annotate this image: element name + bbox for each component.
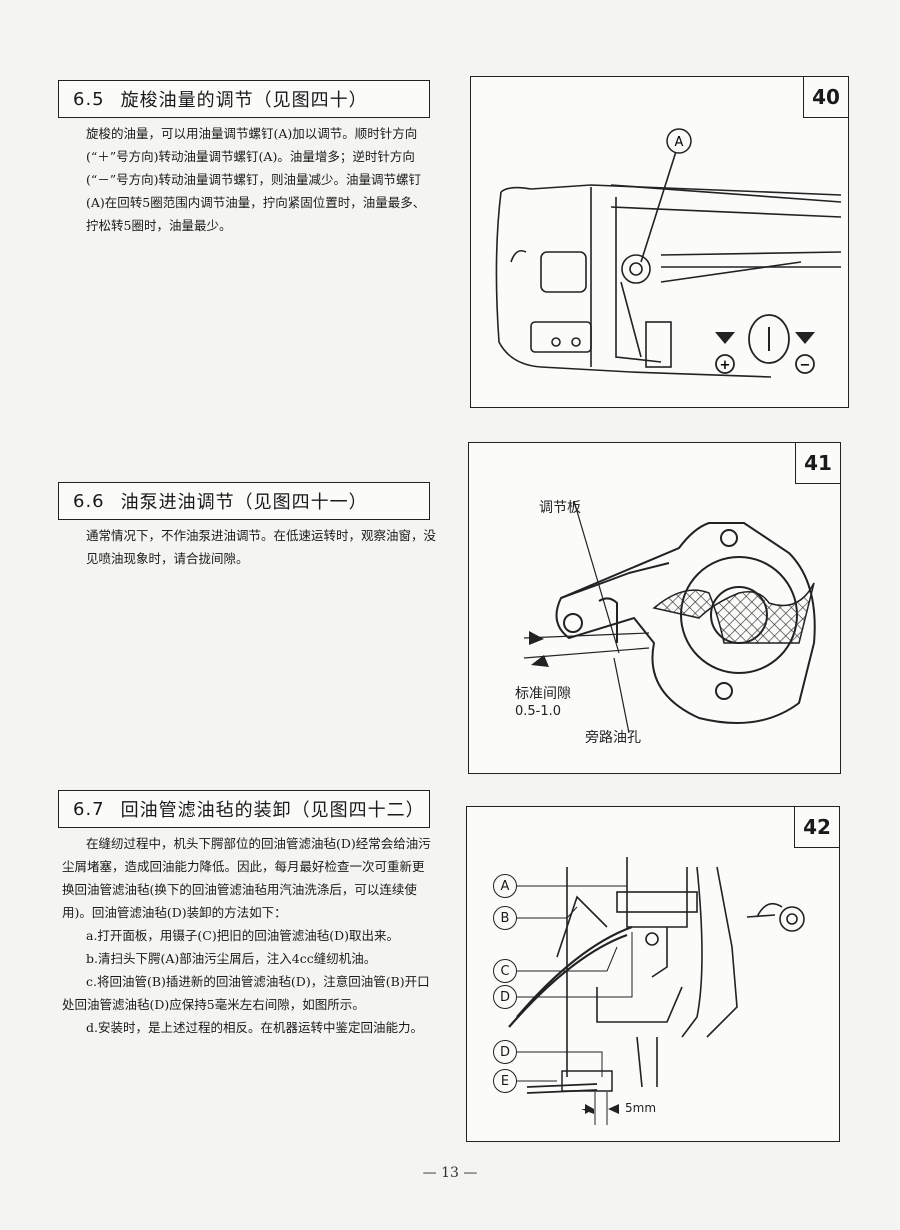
gap-arrow-icon <box>531 655 549 667</box>
figure-41: 41 调节板 标准间隙 0.5-1.0 旁路油孔 <box>468 442 841 774</box>
callout-c: C <box>493 959 517 983</box>
section-title-6-6: 6.6 油泵进油调节（见图四十一） <box>58 482 430 520</box>
page-number: — 13 — <box>422 1165 478 1181</box>
figure-41-drawing <box>523 500 816 734</box>
standard-gap-label: 标准间隙 <box>515 686 571 702</box>
section-number: 6.6 <box>73 490 105 512</box>
arrow-down-icon <box>795 332 815 344</box>
callout-a: A <box>675 135 684 150</box>
section-body-6-7: 在缝纫过程中，机头下腭部位的回油管滤油毡(D)经常会给油污尘屑堵塞，造成回油能力… <box>62 832 432 1039</box>
callout-e: E <box>493 1069 517 1093</box>
section-number: 6.7 <box>73 798 105 820</box>
figure-42: 42 A <box>466 806 840 1142</box>
section-body-6-5: 旋梭的油量，可以用油量调节螺钉(A)加以调节。顺时针方向(“＋”号方向)转动油量… <box>86 122 436 237</box>
paragraph: 旋梭的油量，可以用油量调节螺钉(A)加以调节。顺时针方向(“＋”号方向)转动油量… <box>86 126 426 233</box>
paragraph: a.打开面板，用镊子(C)把旧的回油管滤油毡(D)取出来。 <box>86 928 400 943</box>
section-title-6-7: 6.7 回油管滤油毡的装卸（见图四十二） <box>58 790 430 828</box>
callout-d: D <box>493 1040 517 1064</box>
section-heading: 回油管滤油毡的装卸（见图四十二） <box>120 800 425 821</box>
arrow-down-icon <box>715 332 735 344</box>
figure-number: 41 <box>795 443 840 484</box>
paragraph: c.将回油管(B)插进新的回油管滤油毡(D)，注意回油管(B)开口处回油管滤油毡… <box>62 974 430 1012</box>
paragraph: b.清扫头下腭(A)部油污尘屑后，注入4cc缝纫机油。 <box>86 951 377 966</box>
section-heading: 油泵进油调节（见图四十一） <box>120 492 368 513</box>
section-number: 6.5 <box>73 88 105 110</box>
bypass-oil-hole-label: 旁路油孔 <box>585 730 641 746</box>
plus-sign: + <box>720 358 731 373</box>
adjusting-plate-label: 调节板 <box>539 500 581 516</box>
section-body-6-6: 通常情况下，不作油泵进油调节。在低速运转时，观察油窗，没见喷油现象时，请合拢间隙… <box>86 524 436 570</box>
gap-arrow-icon <box>529 631 544 645</box>
paragraph: d.安装时，是上述过程的相反。在机器运转中鉴定回油能力。 <box>86 1020 423 1035</box>
paragraph: 在缝纫过程中，机头下腭部位的回油管滤油毡(D)经常会给油污尘屑堵塞，造成回油能力… <box>62 836 431 920</box>
callout-d: D <box>493 985 517 1009</box>
figure-number: 42 <box>794 807 839 848</box>
callout-a: A <box>493 874 517 898</box>
minus-sign: − <box>800 358 811 373</box>
figure-42-drawing <box>508 857 805 1125</box>
gap-arrow-icon <box>608 1104 619 1114</box>
section-title-6-5: 6.5 旋梭油量的调节（见图四十） <box>58 80 430 118</box>
paragraph: 通常情况下，不作油泵进油调节。在低速运转时，观察油窗，没见喷油现象时，请合拢间隙… <box>86 528 437 566</box>
section-heading: 旋梭油量的调节（见图四十） <box>120 90 368 111</box>
figure-40: 40 A + <box>470 76 849 408</box>
callout-b: B <box>493 906 517 930</box>
figure-40-drawing: A + − <box>495 128 842 378</box>
gap-value: 0.5-1.0 <box>515 704 562 719</box>
figure-number: 40 <box>803 77 848 118</box>
gap-5mm-label: 5mm <box>625 1101 657 1115</box>
